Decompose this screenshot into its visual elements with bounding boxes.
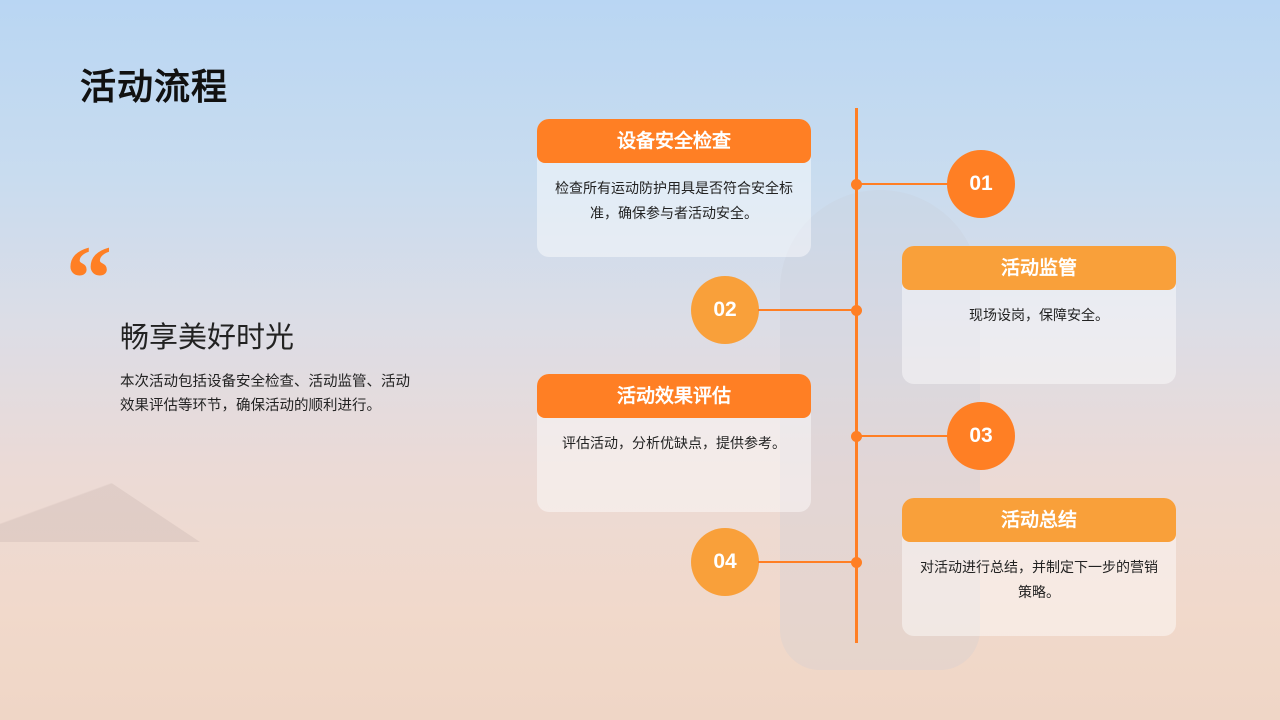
connector — [857, 183, 949, 185]
description: 本次活动包括设备安全检查、活动监管、活动效果评估等环节，确保活动的顺利进行。 — [120, 374, 410, 414]
step-text: 评估活动，分析优缺点，提供参考。 — [562, 436, 786, 452]
step-card-1: 设备安全检查 检查所有运动防护用具是否符合安全标准，确保参与者活动安全。 — [537, 119, 811, 257]
step-number-1: 01 — [947, 150, 1015, 218]
connector — [857, 435, 949, 437]
step-card-2: 活动监管 现场设岗，保障安全。 — [902, 246, 1176, 384]
step-card-3: 活动效果评估 评估活动，分析优缺点，提供参考。 — [537, 374, 811, 512]
timeline-dot — [851, 431, 862, 442]
timeline-line — [855, 108, 858, 643]
timeline-dot — [851, 557, 862, 568]
step-text: 对活动进行总结，并制定下一步的营销策略。 — [920, 560, 1158, 601]
page-title: 活动流程 — [80, 67, 229, 108]
connector — [758, 561, 856, 563]
step-number-4: 04 — [691, 528, 759, 596]
step-title: 活动总结 — [902, 498, 1176, 542]
step-card-4: 活动总结 对活动进行总结，并制定下一步的营销策略。 — [902, 498, 1176, 636]
step-number-2: 02 — [691, 276, 759, 344]
timeline-dot — [851, 305, 862, 316]
timeline-dot — [851, 179, 862, 190]
step-text: 现场设岗，保障安全。 — [969, 308, 1109, 324]
quote-icon: “ — [66, 227, 112, 329]
connector — [758, 309, 856, 311]
subtitle: 畅享美好时光 — [120, 320, 295, 354]
step-title: 活动效果评估 — [537, 374, 811, 418]
step-title: 设备安全检查 — [537, 119, 811, 163]
step-title: 活动监管 — [902, 246, 1176, 290]
step-text: 检查所有运动防护用具是否符合安全标准，确保参与者活动安全。 — [555, 181, 793, 222]
step-number-3: 03 — [947, 402, 1015, 470]
